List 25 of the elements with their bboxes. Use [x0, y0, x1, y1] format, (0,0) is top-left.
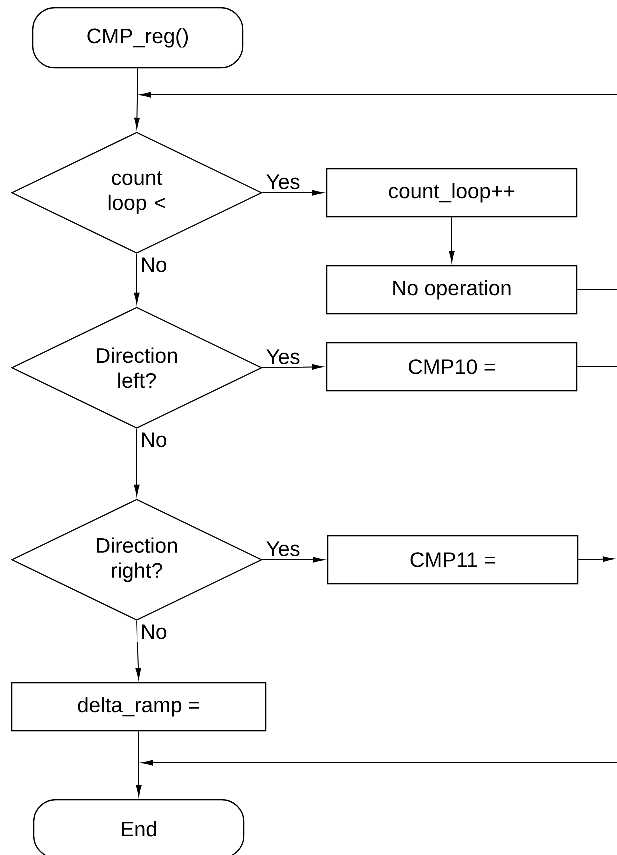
edge-label: No [138, 430, 170, 450]
edge-label: Yes [263, 346, 304, 368]
process-box: No operation [326, 265, 578, 315]
process-box: CMP11 = [327, 535, 579, 585]
arrow [134, 254, 140, 304]
edge-label: No [138, 254, 170, 276]
process-box: CMP10 = [326, 342, 578, 392]
arrow [134, 68, 140, 129]
arrow [136, 731, 142, 796]
edge-label: Yes [263, 172, 304, 192]
arrow [262, 364, 324, 370]
edge-label: Yes [263, 538, 304, 560]
arrow [262, 190, 324, 196]
arrow [136, 620, 142, 680]
edge-label: No [138, 622, 170, 642]
process-box: count_loop++ [326, 168, 578, 218]
process-box: delta_ramp = [11, 682, 267, 732]
arrow [262, 557, 324, 563]
arrow [142, 760, 617, 766]
arrow [134, 428, 140, 496]
terminal-box: End [33, 799, 245, 855]
arrow [449, 217, 455, 262]
arrow [578, 556, 614, 562]
terminal-box: CMP_reg() [32, 7, 244, 69]
arrow [140, 92, 617, 98]
